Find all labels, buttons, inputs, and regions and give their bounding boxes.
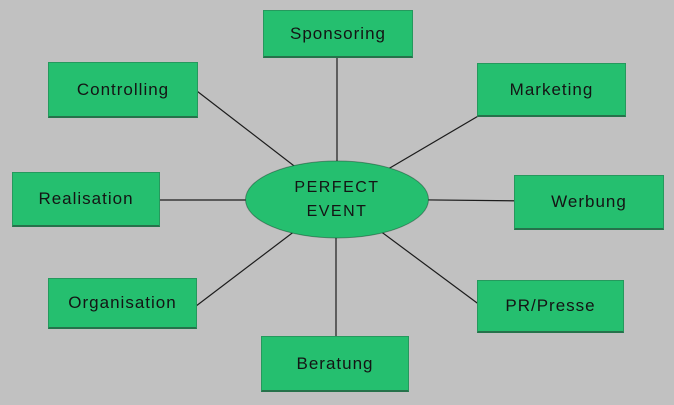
node-organisation: Organisation [48,278,197,329]
node-pr-presse-label: PR/Presse [505,296,596,315]
node-realisation: Realisation [12,172,160,227]
node-beratung: Beratung [261,336,409,392]
node-marketing: Marketing [477,63,626,117]
node-werbung: Werbung [514,175,664,230]
node-sponsoring-label: Sponsoring [289,23,386,43]
node-organisation-label: Organisation [68,293,177,312]
node-beratung-label: Beratung [296,353,374,373]
node-marketing-label: Marketing [509,79,594,99]
node-werbung-label: Werbung [551,192,627,211]
center-node-ellipse [245,160,429,239]
node-controlling: Controlling [48,62,198,118]
node-pr-presse: PR/Presse [477,280,624,333]
node-controlling-label: Controlling [76,79,170,99]
node-sponsoring: Sponsoring [263,10,413,58]
node-realisation-label: Realisation [38,189,134,208]
